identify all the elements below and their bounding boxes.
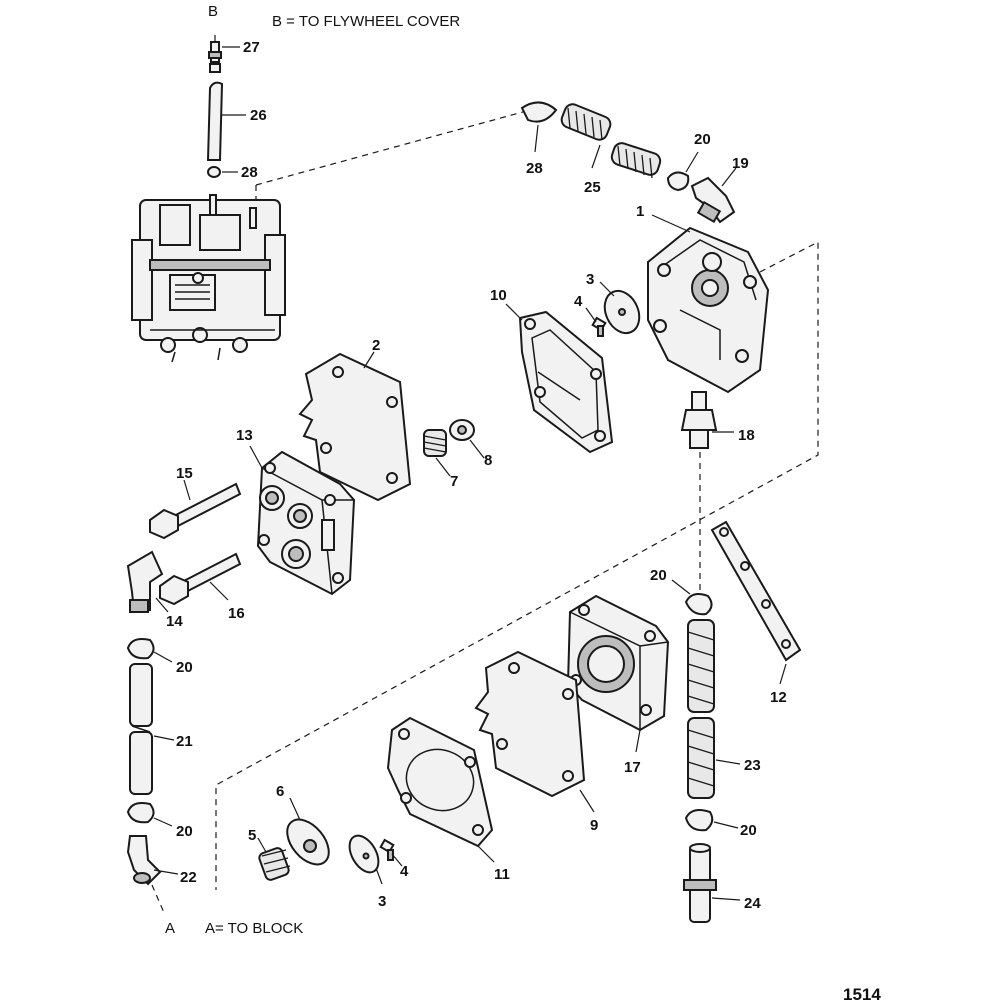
callout-15: 15 bbox=[176, 465, 193, 482]
callout-7: 7 bbox=[450, 473, 458, 490]
part-20-clamp-right-lower bbox=[684, 809, 714, 832]
part-7-spring bbox=[423, 429, 447, 457]
part-8-valve-retainer bbox=[449, 419, 475, 441]
part-2-gasket bbox=[298, 352, 412, 502]
callout-20-left-lower: 20 bbox=[176, 823, 193, 840]
callout-6: 6 bbox=[276, 783, 284, 800]
callout-18: 18 bbox=[738, 427, 755, 444]
part-15-bolt bbox=[149, 482, 242, 540]
part-4-screw-bottom bbox=[379, 838, 395, 861]
part-27-fitting bbox=[208, 41, 222, 73]
part-16-bolt bbox=[159, 552, 242, 606]
part-9-gasket bbox=[474, 650, 586, 798]
callout-11: 11 bbox=[494, 866, 510, 883]
callout-17: 17 bbox=[624, 759, 641, 776]
b-note-label: B = TO FLYWHEEL COVER bbox=[272, 13, 460, 30]
callout-27: 27 bbox=[243, 39, 260, 56]
callout-24: 24 bbox=[744, 895, 761, 912]
callout-13: 13 bbox=[236, 427, 253, 444]
part-17-pump-base bbox=[566, 594, 670, 732]
part-28-clamp-small bbox=[207, 166, 221, 178]
callout-5: 5 bbox=[248, 827, 256, 844]
callout-28-upper: 28 bbox=[526, 160, 543, 177]
part-20-clamp-right-upper bbox=[684, 593, 713, 616]
callout-26: 26 bbox=[250, 107, 267, 124]
part-10-gasket bbox=[518, 310, 614, 454]
part-20-clamp-top bbox=[666, 171, 690, 192]
part-19-elbow-fitting bbox=[690, 176, 736, 224]
part-20-clamp-left-lower bbox=[126, 802, 155, 824]
part-13-pump-body bbox=[256, 450, 356, 596]
part-20-clamp-left-upper bbox=[126, 638, 155, 660]
part-3-disc-bottom bbox=[348, 834, 380, 874]
a-marker-label: A bbox=[165, 920, 175, 937]
callout-3-top: 3 bbox=[586, 271, 594, 288]
callout-20-mid-right: 20 bbox=[650, 567, 667, 584]
callout-19: 19 bbox=[732, 155, 749, 172]
part-18-fitting bbox=[680, 391, 718, 449]
figure-number: 1514 bbox=[843, 985, 881, 1000]
part-12-bracket bbox=[710, 520, 802, 662]
callout-2: 2 bbox=[372, 337, 380, 354]
part-14-elbow bbox=[126, 550, 164, 614]
callout-16: 16 bbox=[228, 605, 245, 622]
part-21-hose bbox=[129, 663, 153, 795]
part-26-hose bbox=[206, 81, 224, 161]
callout-22: 22 bbox=[180, 869, 197, 886]
part-22-elbow bbox=[126, 835, 162, 886]
callout-10: 10 bbox=[490, 287, 507, 304]
callout-12: 12 bbox=[770, 689, 787, 706]
part-3-disc-top bbox=[603, 289, 641, 335]
callout-1: 1 bbox=[636, 203, 644, 220]
a-note-label: A= TO BLOCK bbox=[205, 920, 303, 937]
carburetor-assembly bbox=[131, 194, 286, 363]
part-28-clamp bbox=[520, 101, 558, 123]
part-25-hose-springs bbox=[560, 103, 662, 179]
callout-9: 9 bbox=[590, 817, 598, 834]
callout-4-bottom: 4 bbox=[400, 863, 409, 880]
part-6-valve-disc bbox=[286, 818, 330, 866]
callout-3-bottom: 3 bbox=[378, 893, 386, 910]
part-1-pump-cover bbox=[647, 226, 770, 394]
callout-20-left-upper: 20 bbox=[176, 659, 193, 676]
callout-25: 25 bbox=[584, 179, 601, 196]
callout-28-top-hose: 28 bbox=[241, 164, 258, 181]
callout-14: 14 bbox=[166, 613, 183, 630]
part-5-spring bbox=[258, 847, 291, 881]
callout-20-right-lower: 20 bbox=[740, 822, 757, 839]
part-11-gasket bbox=[386, 716, 494, 848]
b-marker-label: B bbox=[208, 3, 218, 20]
callout-21: 21 bbox=[176, 733, 193, 750]
callout-20-top: 20 bbox=[694, 131, 711, 148]
part-24-connector bbox=[683, 843, 717, 923]
part-23-hose-springs bbox=[687, 619, 715, 799]
callout-4-top: 4 bbox=[574, 293, 583, 310]
callout-23: 23 bbox=[744, 757, 761, 774]
callout-8: 8 bbox=[484, 452, 492, 469]
